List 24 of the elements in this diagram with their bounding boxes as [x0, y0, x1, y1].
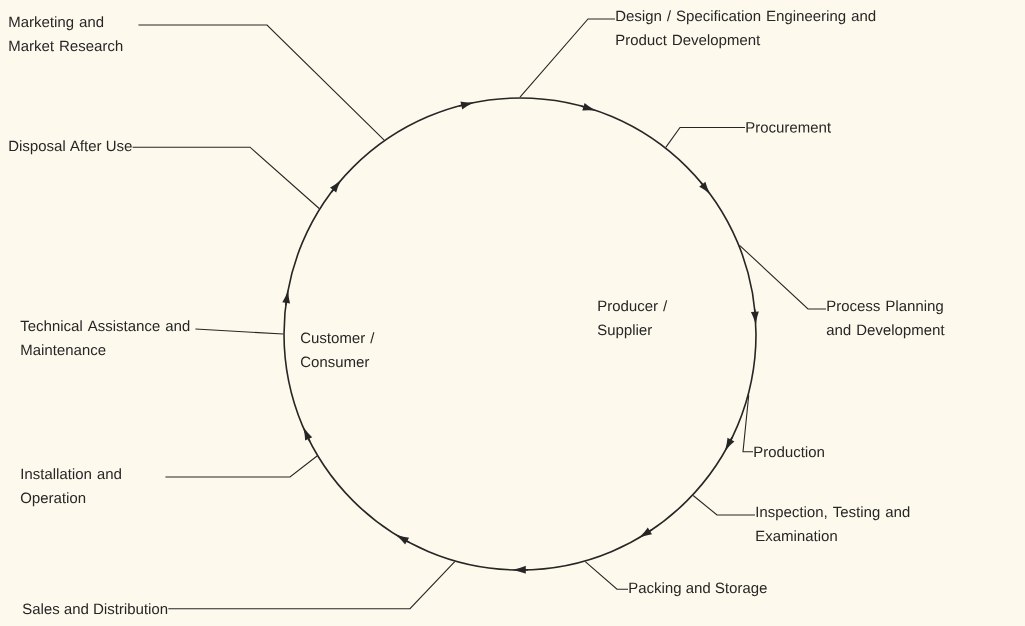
leader-line	[137, 24, 385, 141]
leader-line	[692, 494, 756, 516]
stage-label: Process Planning and Development	[826, 300, 945, 339]
stage-label: Marketing and Market Research	[9, 16, 123, 52]
leader-line	[132, 146, 320, 210]
leader-line	[665, 126, 746, 148]
stage-label: Technical Assistance and Maintenance	[20, 320, 190, 356]
leader-line	[194, 328, 284, 335]
leader-line	[167, 561, 456, 610]
circle-label: Customer / Consumer	[301, 332, 375, 368]
leader-line	[742, 394, 754, 453]
leader-line	[584, 561, 629, 590]
stage-label: Inspection, Testing and Examination	[756, 506, 910, 542]
leader-line	[164, 455, 318, 478]
stage-label: Installation and Operation	[20, 468, 121, 507]
leader-line	[739, 244, 827, 310]
stage-label: Procurement	[746, 122, 831, 133]
stage-label: Disposal After Use	[9, 140, 132, 155]
stage-label: Production	[754, 446, 824, 458]
stage-label: Packing and Storage	[629, 582, 767, 597]
stage-label: Design / Specification Engineering and Product Development	[616, 10, 876, 49]
leader-line	[519, 18, 616, 98]
circle-label: Producer / Supplier	[597, 300, 668, 339]
stage-label: Sales and Distribution	[22, 603, 168, 615]
